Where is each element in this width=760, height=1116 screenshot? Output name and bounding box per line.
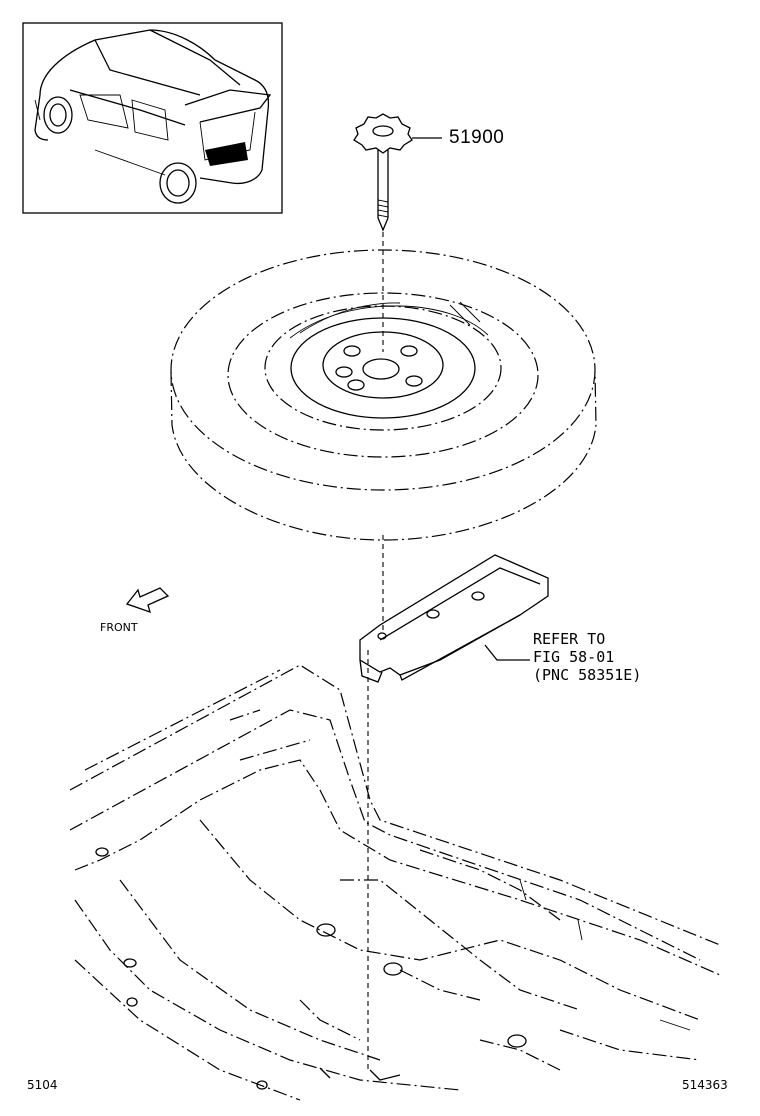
spare-tire-icon (170, 249, 597, 541)
reference-line-3[interactable]: (PNC 58351E) (533, 666, 642, 684)
reference-line-1: REFER TO (533, 630, 606, 648)
floor-pan-icon (69, 664, 721, 1101)
reference-note: REFER TO FIG 58-01 (PNC 58351E) (533, 630, 641, 684)
vehicle-inset-icon (22, 22, 283, 214)
front-arrow-icon (125, 587, 170, 614)
hold-down-bolt-icon (353, 113, 442, 232)
footer-right-code: 514363 (682, 1078, 728, 1092)
part-number-label[interactable]: 51900 (449, 127, 505, 148)
front-label: FRONT (100, 621, 138, 634)
footer-left-code: 5104 (27, 1078, 58, 1092)
reference-line-2[interactable]: FIG 58-01 (533, 648, 615, 666)
support-bracket-icon (359, 554, 549, 683)
